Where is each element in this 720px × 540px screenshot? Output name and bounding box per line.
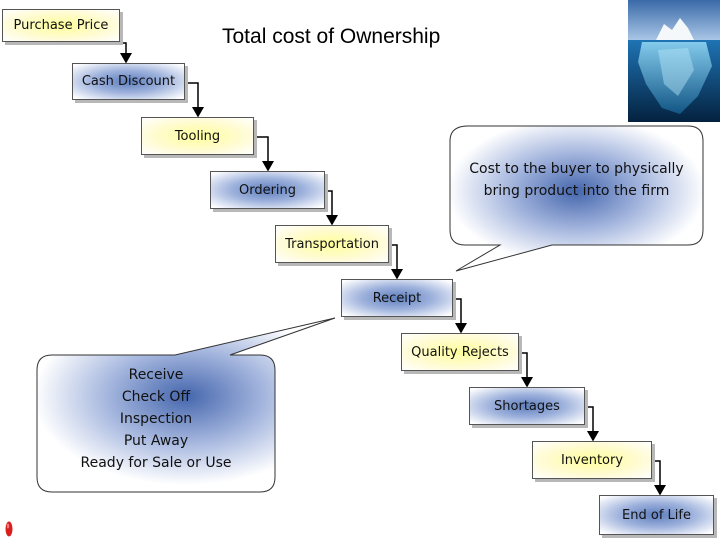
connector-arrow: [325, 190, 338, 226]
step-label: Transportation: [285, 236, 379, 252]
page-title: Total cost of Ownership: [222, 25, 441, 48]
step-ordering: Ordering: [210, 171, 325, 209]
step-transportation: Transportation: [275, 225, 389, 263]
step-label: Cash Discount: [81, 74, 176, 89]
connector-arrow: [185, 82, 204, 118]
callout-line: Inspection: [119, 411, 193, 427]
iceberg-image: [628, 0, 720, 122]
step-receipt: Receipt: [341, 279, 453, 317]
callout-buyer-text: Cost to the buyer to physically bring pr…: [450, 158, 703, 202]
callout-line: Cost to the buyer to physically: [469, 161, 684, 177]
red-marker-icon: [5, 521, 13, 537]
step-label: Tooling: [174, 128, 221, 144]
step-label: Ordering: [238, 182, 297, 198]
connector-arrow: [120, 42, 132, 64]
step-tooling: Tooling: [141, 117, 254, 155]
callout-line: Receive: [128, 367, 184, 383]
connector-arrow: [254, 136, 274, 172]
callout-line: Ready for Sale or Use: [80, 455, 232, 471]
connector-arrow: [519, 352, 533, 388]
step-label: Inventory: [560, 452, 624, 468]
step-label: Quality Rejects: [411, 344, 509, 360]
callout-receipt-shape: [36, 317, 336, 493]
step-purchase-price: Purchase Price: [2, 9, 120, 42]
step-end-of-life: End of Life: [599, 495, 714, 535]
step-quality-rejects: Quality Rejects: [401, 333, 519, 371]
connector-arrow: [652, 460, 666, 496]
step-label: Purchase Price: [13, 18, 109, 33]
step-cash-discount: Cash Discount: [72, 63, 185, 100]
connector-arrow: [453, 298, 467, 334]
connector-arrow: [585, 406, 599, 442]
callout-receipt-text: Receive Check Off Inspection Put Away Re…: [37, 364, 275, 474]
step-shortages: Shortages: [469, 387, 585, 425]
connector-arrow: [389, 244, 403, 280]
step-inventory: Inventory: [532, 441, 652, 479]
callout-line: Check Off: [121, 389, 191, 405]
step-label: Shortages: [494, 398, 560, 414]
step-label: Receipt: [372, 290, 422, 306]
callout-line: Put Away: [123, 433, 189, 449]
callout-line: bring product into the firm: [483, 183, 670, 199]
callout-buyer-shape: [449, 125, 704, 272]
step-label: End of Life: [622, 507, 691, 523]
